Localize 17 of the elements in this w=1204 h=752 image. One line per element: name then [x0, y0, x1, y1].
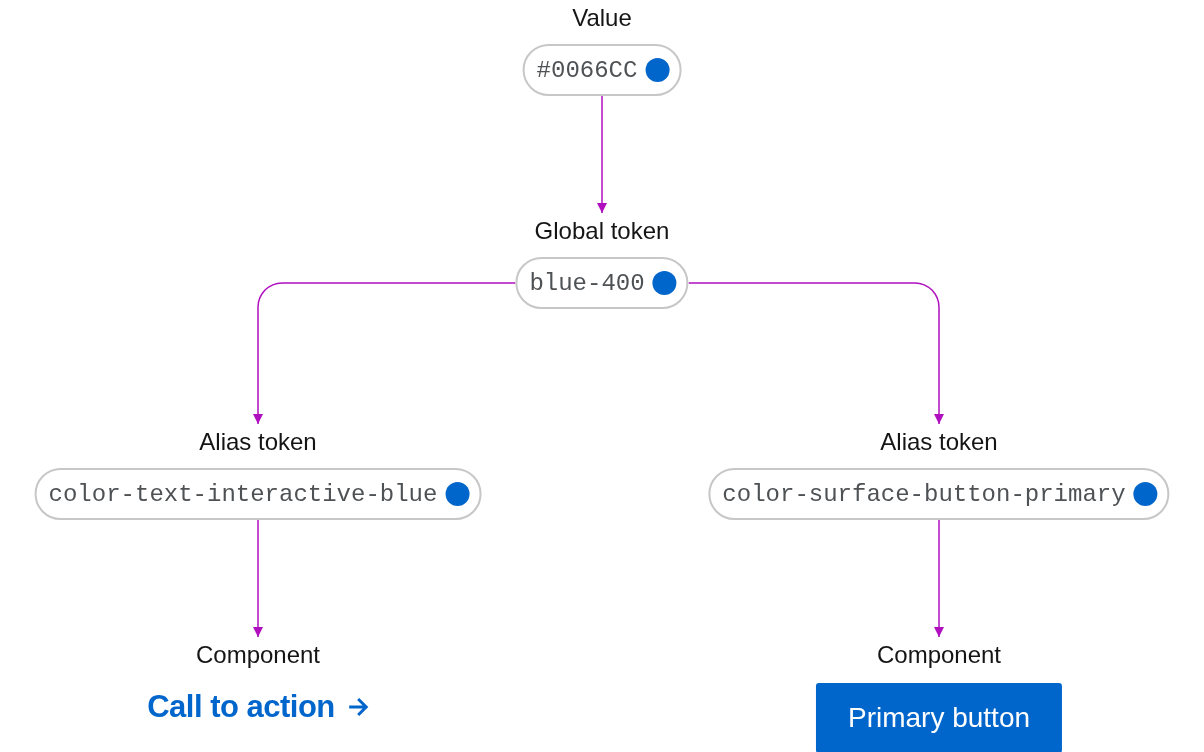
level-label: Component	[195, 641, 321, 669]
token-name: #0066CC	[536, 56, 638, 84]
token-name: color-text-interactive-blue	[48, 480, 438, 508]
arrow	[596, 95, 608, 214]
arrow	[252, 519, 264, 638]
level-label: Alias token	[199, 428, 317, 456]
call-to-action-link: Call to action	[147, 689, 335, 725]
level-label: Component	[876, 641, 1002, 669]
arrow	[687, 282, 945, 425]
level-label: Value	[572, 4, 632, 32]
token-name: color-surface-button-primary	[722, 480, 1126, 508]
level-label: Alias token	[880, 428, 998, 456]
arrow	[933, 519, 945, 638]
arrow	[252, 282, 517, 425]
level-label: Global token	[534, 217, 670, 245]
token-name: blue-400	[529, 269, 645, 297]
primary-button: Primary button	[815, 683, 1063, 752]
